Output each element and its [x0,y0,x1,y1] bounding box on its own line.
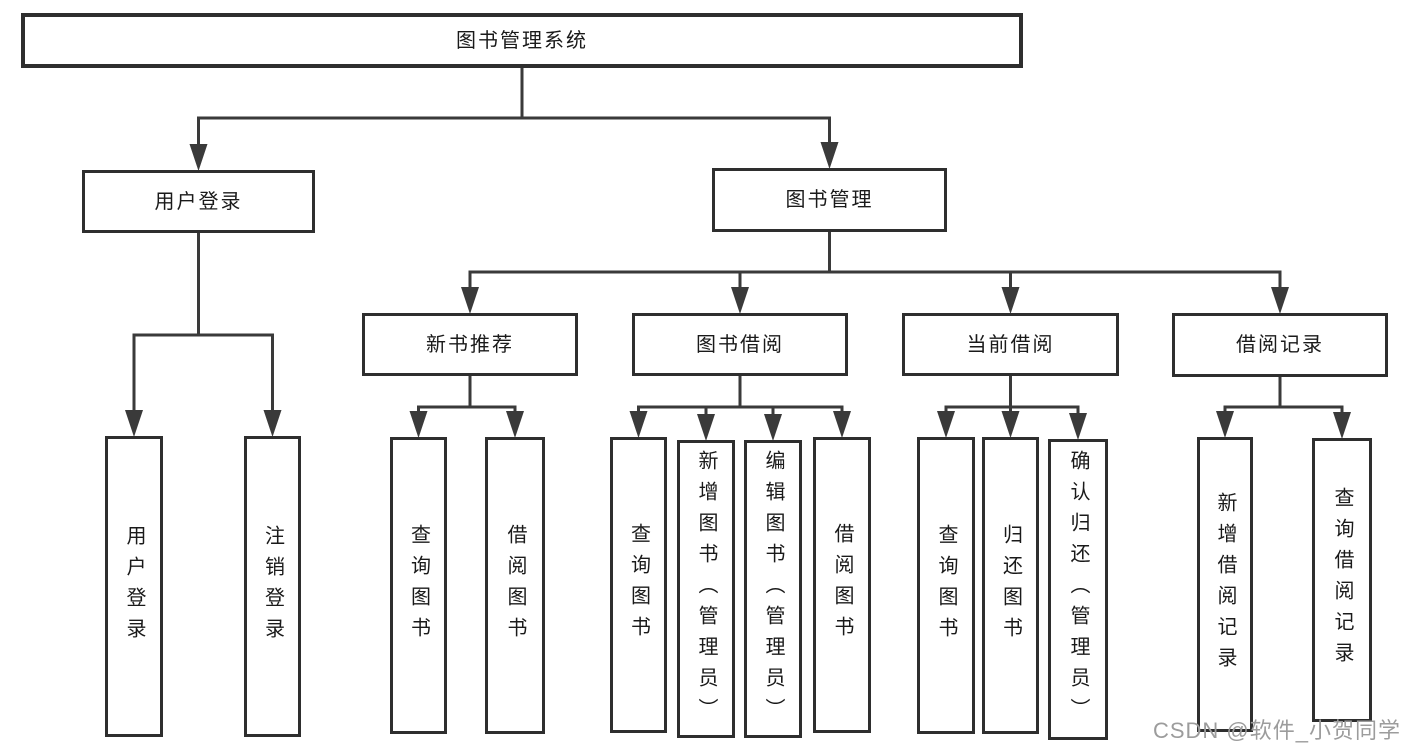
node-label-leaf-return-book: 归还图书 [999,523,1022,648]
node-label-leaf-edit-book: 编辑图书（管理员） [762,449,784,729]
node-label-leaf-add-borrow-record: 新增借阅记录 [1214,491,1236,678]
node-label-current-borrow: 当前借阅 [966,333,1055,356]
arrowhead-icon [409,411,428,438]
node-leaf-query-book-borrow: 查询图书 [610,437,667,733]
node-user-login: 用户登录 [82,170,315,233]
node-leaf-user-login: 用户登录 [105,436,163,737]
node-label-leaf-user-login: 用户登录 [123,524,145,649]
arrowhead-icon [506,411,524,438]
arrowhead-icon [697,414,715,441]
arrowhead-icon [1069,413,1087,440]
arrowhead-icon [731,287,749,314]
arrowhead-icon [629,411,648,438]
arrowhead-icon [189,144,208,171]
node-leaf-return-book: 归还图书 [982,437,1039,734]
node-leaf-edit-book: 编辑图书（管理员） [744,440,802,738]
arrowhead-icon [937,411,955,438]
node-leaf-add-book: 新增图书（管理员） [677,440,735,738]
node-leaf-confirm-return: 确认归还（管理员） [1048,439,1108,740]
node-label-leaf-query-book-borrow: 查询图书 [627,523,650,647]
arrowhead-icon [1271,287,1289,314]
node-label-user-login: 用户登录 [154,190,243,213]
node-label-root: 图书管理系统 [456,29,588,52]
node-label-leaf-query-borrow-record: 查询借阅记录 [1331,487,1353,673]
arrowhead-icon [833,411,851,438]
csdn-watermark: CSDN @软件_小贺同学 [1152,718,1401,743]
node-label-book-mgmt: 图书管理 [785,189,874,211]
node-book-borrow: 图书借阅 [632,313,848,376]
arrowhead-icon [820,142,839,169]
node-label-leaf-confirm-return: 确认归还（管理员） [1067,450,1089,729]
arrowhead-icon [764,414,782,441]
arrowhead-icon [1001,411,1020,438]
arrowhead-icon [1333,412,1351,439]
arrowhead-icon [1001,287,1020,314]
node-label-leaf-query-book-new: 查询图书 [407,523,430,648]
node-leaf-query-book-new: 查询图书 [390,437,447,734]
node-label-book-borrow: 图书借阅 [696,333,784,356]
node-leaf-borrow-book-new: 借阅图书 [485,437,545,734]
node-label-borrow-records: 借阅记录 [1236,334,1324,356]
node-leaf-borrow-book: 借阅图书 [813,437,871,733]
node-label-leaf-query-book-current: 查询图书 [935,523,957,648]
node-leaf-query-borrow-record: 查询借阅记录 [1312,438,1372,722]
arrowhead-icon [263,410,282,437]
arrowhead-icon [461,287,479,314]
node-label-leaf-borrow-book: 借阅图书 [831,523,853,647]
node-leaf-add-borrow-record: 新增借阅记录 [1197,437,1253,732]
arrowhead-icon [125,410,143,437]
node-leaf-logout: 注销登录 [244,436,301,737]
arrowhead-icon [1216,411,1234,438]
node-root: 图书管理系统 [21,13,1023,68]
node-current-borrow: 当前借阅 [902,313,1119,376]
node-label-leaf-add-book: 新增图书（管理员） [695,449,717,729]
node-book-mgmt: 图书管理 [712,168,947,232]
node-label-new-book-rec: 新书推荐 [426,333,514,356]
node-label-leaf-logout: 注销登录 [261,524,284,649]
node-label-leaf-borrow-book-new: 借阅图书 [504,523,526,648]
node-borrow-records: 借阅记录 [1172,313,1388,377]
node-new-book-rec: 新书推荐 [362,313,578,376]
node-leaf-query-book-current: 查询图书 [917,437,975,734]
